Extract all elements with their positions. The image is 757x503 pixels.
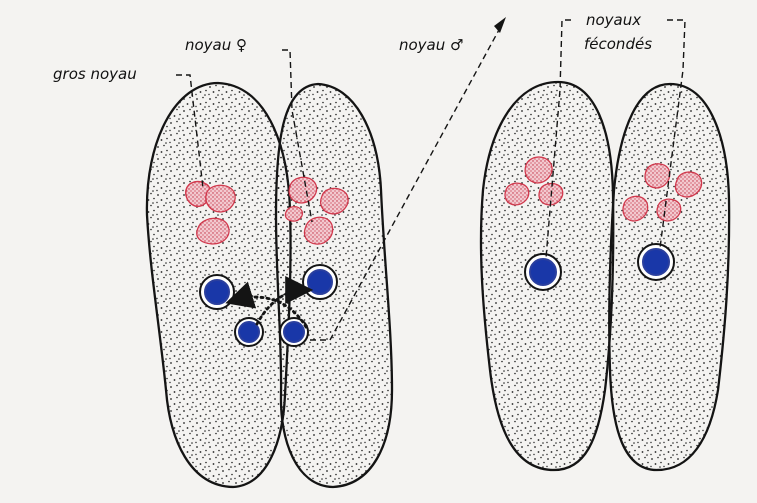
label-noyau-female: noyau ♀ bbox=[185, 38, 247, 53]
label-noyaux: noyaux bbox=[586, 13, 641, 28]
cell-right-b bbox=[609, 84, 729, 470]
label-gros-noyau: gros noyau bbox=[53, 67, 137, 82]
cell-pair-left bbox=[147, 83, 392, 487]
noyau-male-arrowhead bbox=[494, 17, 506, 33]
label-fecondes: fécondés bbox=[584, 37, 652, 52]
label-noyau-male: noyau ♂ bbox=[399, 38, 463, 53]
fertilized-nucleus-right-b bbox=[638, 244, 674, 280]
cell-pair-right bbox=[481, 82, 729, 470]
fertilized-nucleus-right-a bbox=[525, 254, 561, 290]
micronucleus-left-a-large bbox=[200, 275, 234, 309]
micronucleus-left-b-large bbox=[303, 265, 337, 299]
